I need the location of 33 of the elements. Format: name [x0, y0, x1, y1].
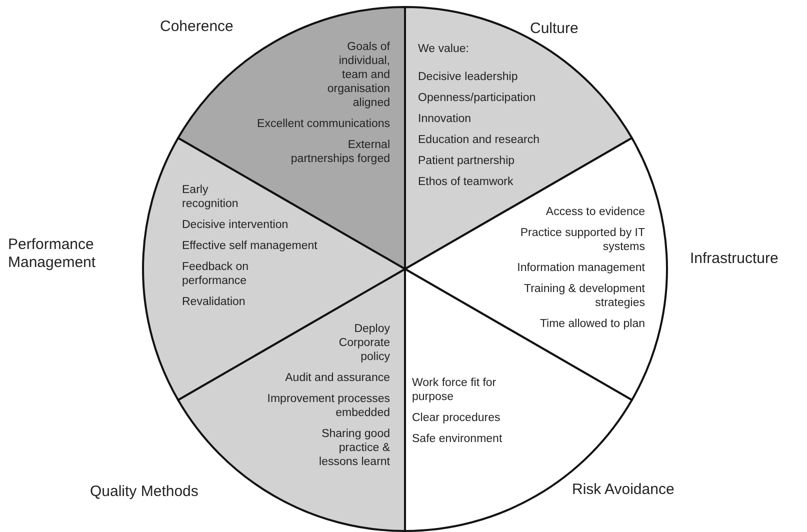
list-item: Ethos of teamwork [418, 175, 514, 189]
list-item: Effective self management [182, 239, 318, 253]
list-item: Safe environment [412, 432, 502, 446]
list-item: Sharing good practice & lessons learnt [318, 427, 390, 469]
list-item: Goals of individual, team and organisation aligned [326, 40, 390, 110]
list-item: Improvement processes embedded [266, 392, 390, 420]
list-item: Decisive leadership [418, 70, 518, 84]
list-item: Training & development strategies [522, 282, 645, 310]
list-item: Information management [517, 261, 645, 275]
list-item: We value: [418, 42, 469, 56]
list-item: External partnerships forged [290, 138, 390, 166]
sector-heading: Quality Methods [90, 483, 200, 501]
list-item: Time allowed to plan [540, 317, 645, 331]
list-item: Deploy Corporate policy [338, 322, 390, 364]
list-item: Openness/participation [418, 91, 536, 105]
list-item: Feedback on performance [182, 260, 250, 288]
list-item: Clear procedures [412, 411, 500, 425]
sector-heading: Performance Management [8, 236, 97, 272]
list-item: Revalidation [182, 295, 246, 309]
sector-heading: Culture [530, 20, 580, 38]
list-item: Decisive intervention [182, 218, 288, 232]
list-item: Early recognition [182, 183, 240, 211]
sector-heading: Infrastructure [690, 250, 780, 268]
list-item: Audit and assurance [285, 371, 390, 385]
list-item: Education and research [418, 133, 540, 147]
list-item: Excellent communications [257, 117, 390, 131]
list-item: Patient partnership [418, 154, 515, 168]
sector-heading: Coherence [160, 18, 234, 36]
list-item: Work force fit for purpose [412, 376, 498, 404]
list-item: Practice supported by IT systems [519, 226, 645, 254]
list-item: Access to evidence [546, 205, 645, 219]
list-item: Innovation [418, 112, 472, 126]
sector-heading: Risk Avoidance [572, 481, 676, 499]
